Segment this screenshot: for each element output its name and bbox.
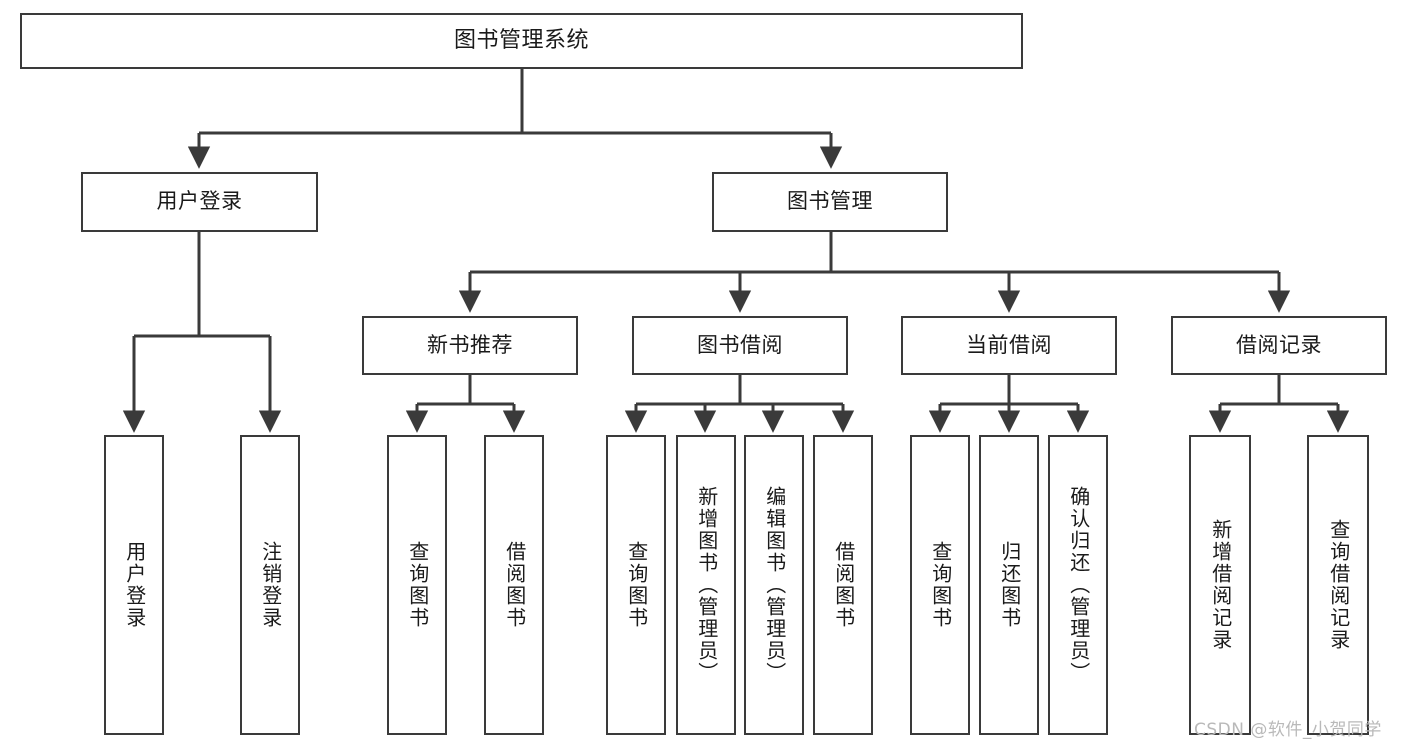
leaf-current-return-book[interactable]: 归还图书 xyxy=(979,435,1039,735)
leaf-borrow-query-book[interactable]: 查询图书 xyxy=(606,435,666,735)
leaf-borrow-edit-book-label: 编辑图书（管理员） xyxy=(762,486,787,684)
leaf-current-query-book[interactable]: 查询图书 xyxy=(910,435,970,735)
node-root-system[interactable]: 图书管理系统 xyxy=(20,13,1023,69)
leaf-new-book-borrow[interactable]: 借阅图书 xyxy=(484,435,544,735)
leaf-user-login-login-label: 用户登录 xyxy=(122,541,147,629)
leaf-record-add[interactable]: 新增借阅记录 xyxy=(1189,435,1251,735)
node-book-borrow[interactable]: 图书借阅 xyxy=(632,316,848,375)
node-user-login[interactable]: 用户登录 xyxy=(81,172,318,232)
leaf-new-book-borrow-label: 借阅图书 xyxy=(502,541,527,629)
leaf-borrow-borrow-book[interactable]: 借阅图书 xyxy=(813,435,873,735)
leaf-user-login-login[interactable]: 用户登录 xyxy=(104,435,164,735)
node-current-borrow-label: 当前借阅 xyxy=(966,332,1052,357)
node-root-system-label: 图书管理系统 xyxy=(453,27,589,53)
leaf-current-confirm-return-label: 确认归还（管理员） xyxy=(1066,486,1091,684)
leaf-borrow-borrow-book-label: 借阅图书 xyxy=(831,541,856,629)
node-user-login-label: 用户登录 xyxy=(156,189,243,214)
csdn-watermark: CSDN @软件_小贺同学 xyxy=(1194,720,1382,740)
node-borrow-record-label: 借阅记录 xyxy=(1236,332,1322,357)
leaf-borrow-query-book-label: 查询图书 xyxy=(624,541,649,629)
node-book-management[interactable]: 图书管理 xyxy=(712,172,948,232)
leaf-borrow-add-book[interactable]: 新增图书（管理员） xyxy=(676,435,736,735)
leaf-record-query[interactable]: 查询借阅记录 xyxy=(1307,435,1369,735)
leaf-current-return-book-label: 归还图书 xyxy=(997,541,1022,629)
node-new-book-recommend-label: 新书推荐 xyxy=(427,332,513,357)
leaf-record-query-label: 查询借阅记录 xyxy=(1326,519,1351,651)
leaf-new-book-query-label: 查询图书 xyxy=(405,541,430,629)
node-new-book-recommend[interactable]: 新书推荐 xyxy=(362,316,578,375)
node-book-management-label: 图书管理 xyxy=(787,189,873,214)
node-borrow-record[interactable]: 借阅记录 xyxy=(1171,316,1387,375)
leaf-current-query-book-label: 查询图书 xyxy=(928,541,953,629)
leaf-record-add-label: 新增借阅记录 xyxy=(1208,519,1233,651)
leaf-new-book-query[interactable]: 查询图书 xyxy=(387,435,447,735)
leaf-borrow-edit-book[interactable]: 编辑图书（管理员） xyxy=(744,435,804,735)
node-book-borrow-label: 图书借阅 xyxy=(697,332,783,357)
leaf-user-login-logout-label: 注销登录 xyxy=(258,541,283,629)
leaf-borrow-add-book-label: 新增图书（管理员） xyxy=(694,486,719,684)
leaf-user-login-logout[interactable]: 注销登录 xyxy=(240,435,300,735)
leaf-current-confirm-return[interactable]: 确认归还（管理员） xyxy=(1048,435,1108,735)
node-current-borrow[interactable]: 当前借阅 xyxy=(901,316,1117,375)
